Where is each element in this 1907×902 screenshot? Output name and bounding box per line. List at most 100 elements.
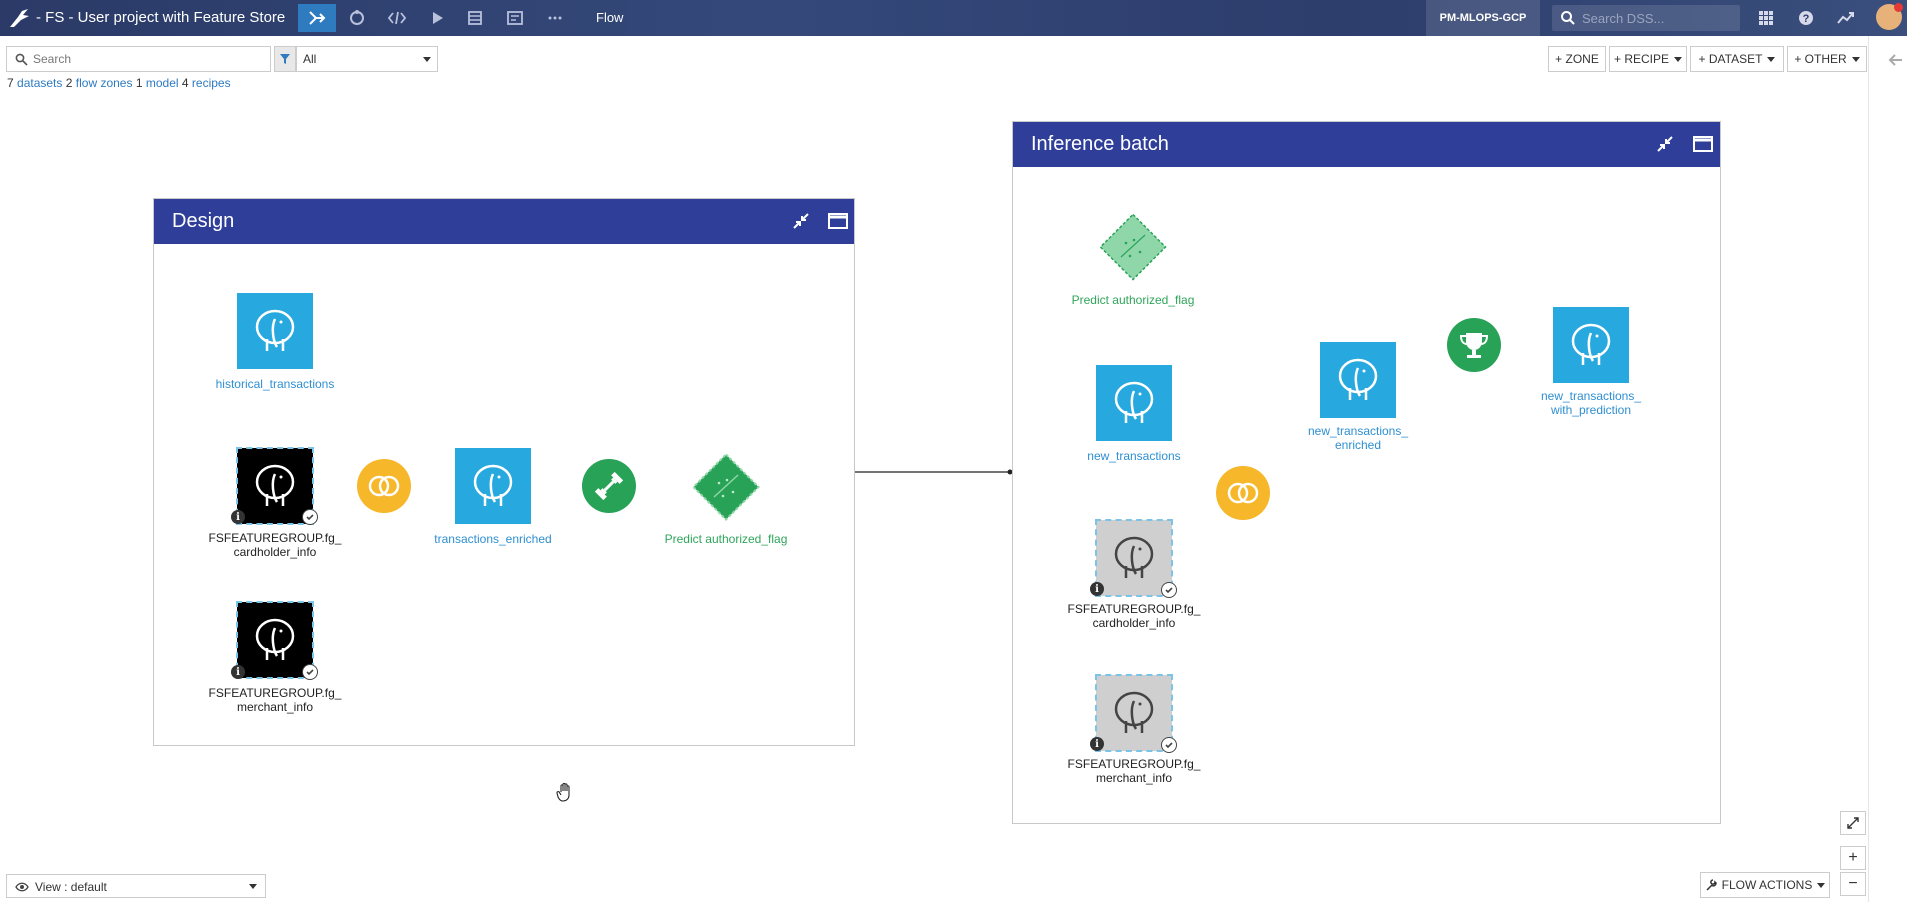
zoom-out-button[interactable]: −	[1840, 872, 1866, 896]
cycle-icon	[350, 10, 364, 25]
view-selector-label: View : default	[35, 880, 107, 894]
add-recipe-button[interactable]: + RECIPE	[1609, 46, 1687, 72]
models-count: 1	[135, 76, 143, 90]
add-zone-button[interactable]: + ZONE	[1548, 46, 1606, 72]
grid-icon	[1759, 11, 1773, 25]
join-icon	[1227, 482, 1259, 504]
join-recipe-inference[interactable]	[1216, 466, 1270, 520]
apps-button[interactable]	[1756, 8, 1776, 28]
recipes-link[interactable]: recipes	[191, 76, 231, 90]
flow-summary: 7 datasets 2 flow zones 1 model 4 recipe…	[7, 76, 231, 90]
filter-select[interactable]: All	[296, 46, 438, 72]
info-icon[interactable]: i	[1090, 737, 1104, 751]
dataset-new-transactions-enriched[interactable]	[1320, 342, 1396, 418]
join-icon	[368, 475, 400, 497]
check-circle-icon	[302, 664, 318, 680]
models-link[interactable]: model	[145, 76, 179, 90]
score-recipe[interactable]	[1447, 318, 1501, 372]
chevron-down-icon	[1767, 56, 1776, 62]
wrench-icon	[1706, 879, 1717, 891]
fit-view-button[interactable]	[1840, 811, 1866, 835]
model-label[interactable]: Predict authorized_flag	[1071, 293, 1195, 307]
info-icon[interactable]: i	[231, 510, 245, 524]
dataset-label[interactable]: new_transactions	[1087, 449, 1181, 463]
add-dataset-button[interactable]: + DATASET	[1690, 46, 1784, 72]
dataset-new-transactions[interactable]	[1096, 365, 1172, 441]
project-title[interactable]: - FS - User project with Feature Store	[36, 9, 286, 26]
more-nav-button[interactable]	[536, 4, 574, 32]
chevron-down-icon	[249, 884, 257, 889]
open-zone-button[interactable]	[826, 210, 850, 232]
dataset-label[interactable]: FSFEATUREGROUP.fg_ cardholder_info	[208, 531, 342, 559]
dataset-transactions-enriched[interactable]	[455, 448, 531, 524]
svg-text:?: ?	[1803, 13, 1810, 25]
flow-nav-button[interactable]	[298, 4, 336, 32]
flow-actions-button[interactable]: FLOW ACTIONS	[1700, 872, 1830, 898]
dashboard-nav-button[interactable]	[496, 4, 534, 32]
activity-button[interactable]	[1836, 8, 1856, 28]
user-avatar[interactable]	[1876, 3, 1903, 30]
top-navbar: - FS - User project with Feature Store F…	[0, 0, 1907, 36]
filter-button[interactable]	[274, 46, 296, 72]
add-other-button[interactable]: + OTHER	[1787, 46, 1867, 72]
lab-nav-button[interactable]	[338, 4, 376, 32]
code-nav-button[interactable]	[378, 4, 416, 32]
dataset-label[interactable]: FSFEATUREGROUP.fg_ cardholder_info	[1067, 602, 1201, 630]
flow-search[interactable]	[6, 46, 271, 72]
dumbbell-icon	[594, 471, 624, 501]
instance-badge[interactable]: PM-MLOPS-GCP	[1426, 0, 1540, 36]
dataset-label[interactable]: historical_transactions	[215, 377, 335, 391]
train-recipe[interactable]	[582, 459, 636, 513]
model-predict-authorized-flag-inference[interactable]	[1096, 210, 1170, 284]
dataset-label[interactable]: new_transactions_ enriched	[1307, 424, 1409, 452]
global-search[interactable]	[1552, 5, 1740, 31]
dataset-label[interactable]: new_transactions_ with_prediction	[1540, 389, 1642, 417]
flow-search-input[interactable]	[33, 50, 263, 68]
dataset-new-transactions-with-prediction[interactable]	[1553, 307, 1629, 383]
info-icon[interactable]: i	[1090, 582, 1104, 596]
dataset-historical-transactions[interactable]	[237, 293, 313, 369]
model-label[interactable]: Predict authorized_flag	[664, 532, 788, 546]
zone-title: Inference batch	[1031, 133, 1169, 155]
zones-link[interactable]: flow zones	[75, 76, 133, 90]
help-button[interactable]: ?	[1796, 8, 1816, 28]
info-icon[interactable]: i	[231, 665, 245, 679]
dataset-label[interactable]: FSFEATUREGROUP.fg_ merchant_info	[1067, 757, 1201, 785]
datasets-link[interactable]: datasets	[17, 76, 63, 90]
collapse-zone-button[interactable]	[789, 210, 813, 232]
zoom-in-button[interactable]: +	[1840, 846, 1866, 870]
add-zone-label: + ZONE	[1555, 52, 1599, 66]
chevron-down-icon	[1817, 882, 1826, 888]
chevron-down-icon	[423, 57, 431, 62]
recipes-count: 4	[181, 76, 189, 90]
dataset-fg-cardholder-info[interactable]	[236, 447, 314, 525]
hand-cursor-icon	[556, 782, 570, 802]
global-search-input[interactable]	[1582, 9, 1732, 27]
flow-icon	[309, 11, 326, 25]
dataset-label[interactable]: FSFEATUREGROUP.fg_ merchant_info	[208, 686, 342, 714]
check-circle-icon	[302, 509, 318, 525]
book-icon	[468, 11, 482, 25]
chevron-down-icon	[1851, 56, 1860, 62]
trend-icon	[1837, 12, 1854, 24]
dataset-fg-merchant-info[interactable]	[236, 601, 314, 679]
dataiku-bird-logo-icon[interactable]	[8, 7, 32, 29]
collapse-zone-button[interactable]	[1653, 133, 1677, 155]
jobs-nav-button[interactable]	[418, 4, 456, 32]
join-recipe-design[interactable]	[357, 459, 411, 513]
dataset-label[interactable]: transactions_enriched	[434, 532, 552, 546]
view-selector[interactable]: View : default	[6, 874, 266, 898]
arrow-left-icon[interactable]	[1888, 52, 1904, 68]
check-circle-icon	[1161, 582, 1177, 598]
dashboard-icon	[507, 11, 523, 25]
flow-actions-label: FLOW ACTIONS	[1721, 878, 1813, 892]
open-zone-button[interactable]	[1691, 133, 1715, 155]
model-predict-authorized-flag-design[interactable]	[689, 450, 763, 524]
dataset-fg-cardholder-info-shared[interactable]	[1095, 519, 1173, 597]
right-panel-divider	[1868, 36, 1869, 902]
dataset-fg-merchant-info-shared[interactable]	[1095, 674, 1173, 752]
add-recipe-label: + RECIPE	[1613, 52, 1670, 66]
wiki-nav-button[interactable]	[456, 4, 494, 32]
postgresql-elephant-icon	[1114, 536, 1154, 578]
ellipsis-icon	[548, 16, 562, 20]
